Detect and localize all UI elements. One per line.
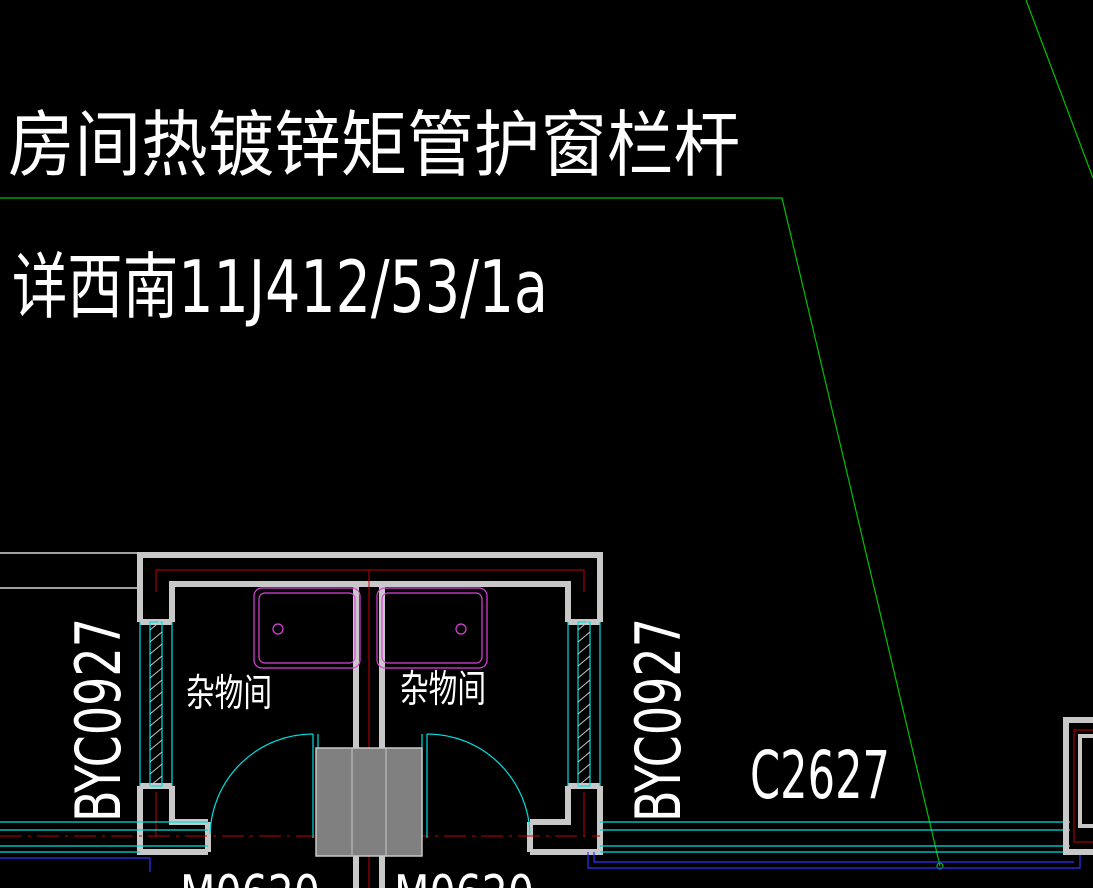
room-label-right: 杂物间	[400, 667, 486, 711]
room-label-left: 杂物间	[186, 671, 272, 715]
top-right-leader-line	[1025, 0, 1093, 179]
railing-note-line-2: 详西南11J412/53/1a	[12, 245, 548, 329]
leader-lines	[0, 0, 1093, 867]
door-tag-right: M0620	[394, 865, 534, 888]
left-door-swing	[209, 733, 319, 838]
right-side-window	[567, 619, 601, 787]
window-tag-left: BYC0927	[62, 618, 135, 822]
railing-note-line-1: 房间热镀锌矩管护窗栏杆	[8, 103, 740, 187]
structural-column	[315, 747, 423, 857]
left-exterior-lines	[0, 552, 138, 589]
window-tag-right: BYC0927	[622, 618, 695, 822]
door-tag-left: M0620	[180, 865, 320, 888]
right-edge-structure	[1063, 717, 1093, 855]
window-tag-main: C2627	[750, 737, 890, 814]
front-wall-lines	[0, 821, 1081, 872]
left-side-window	[139, 619, 173, 787]
right-door-swing	[421, 733, 531, 838]
callout-leader-line	[0, 197, 941, 867]
leader-endpoint-marker	[936, 862, 944, 870]
right-sink	[376, 587, 488, 669]
left-sink	[253, 587, 361, 669]
